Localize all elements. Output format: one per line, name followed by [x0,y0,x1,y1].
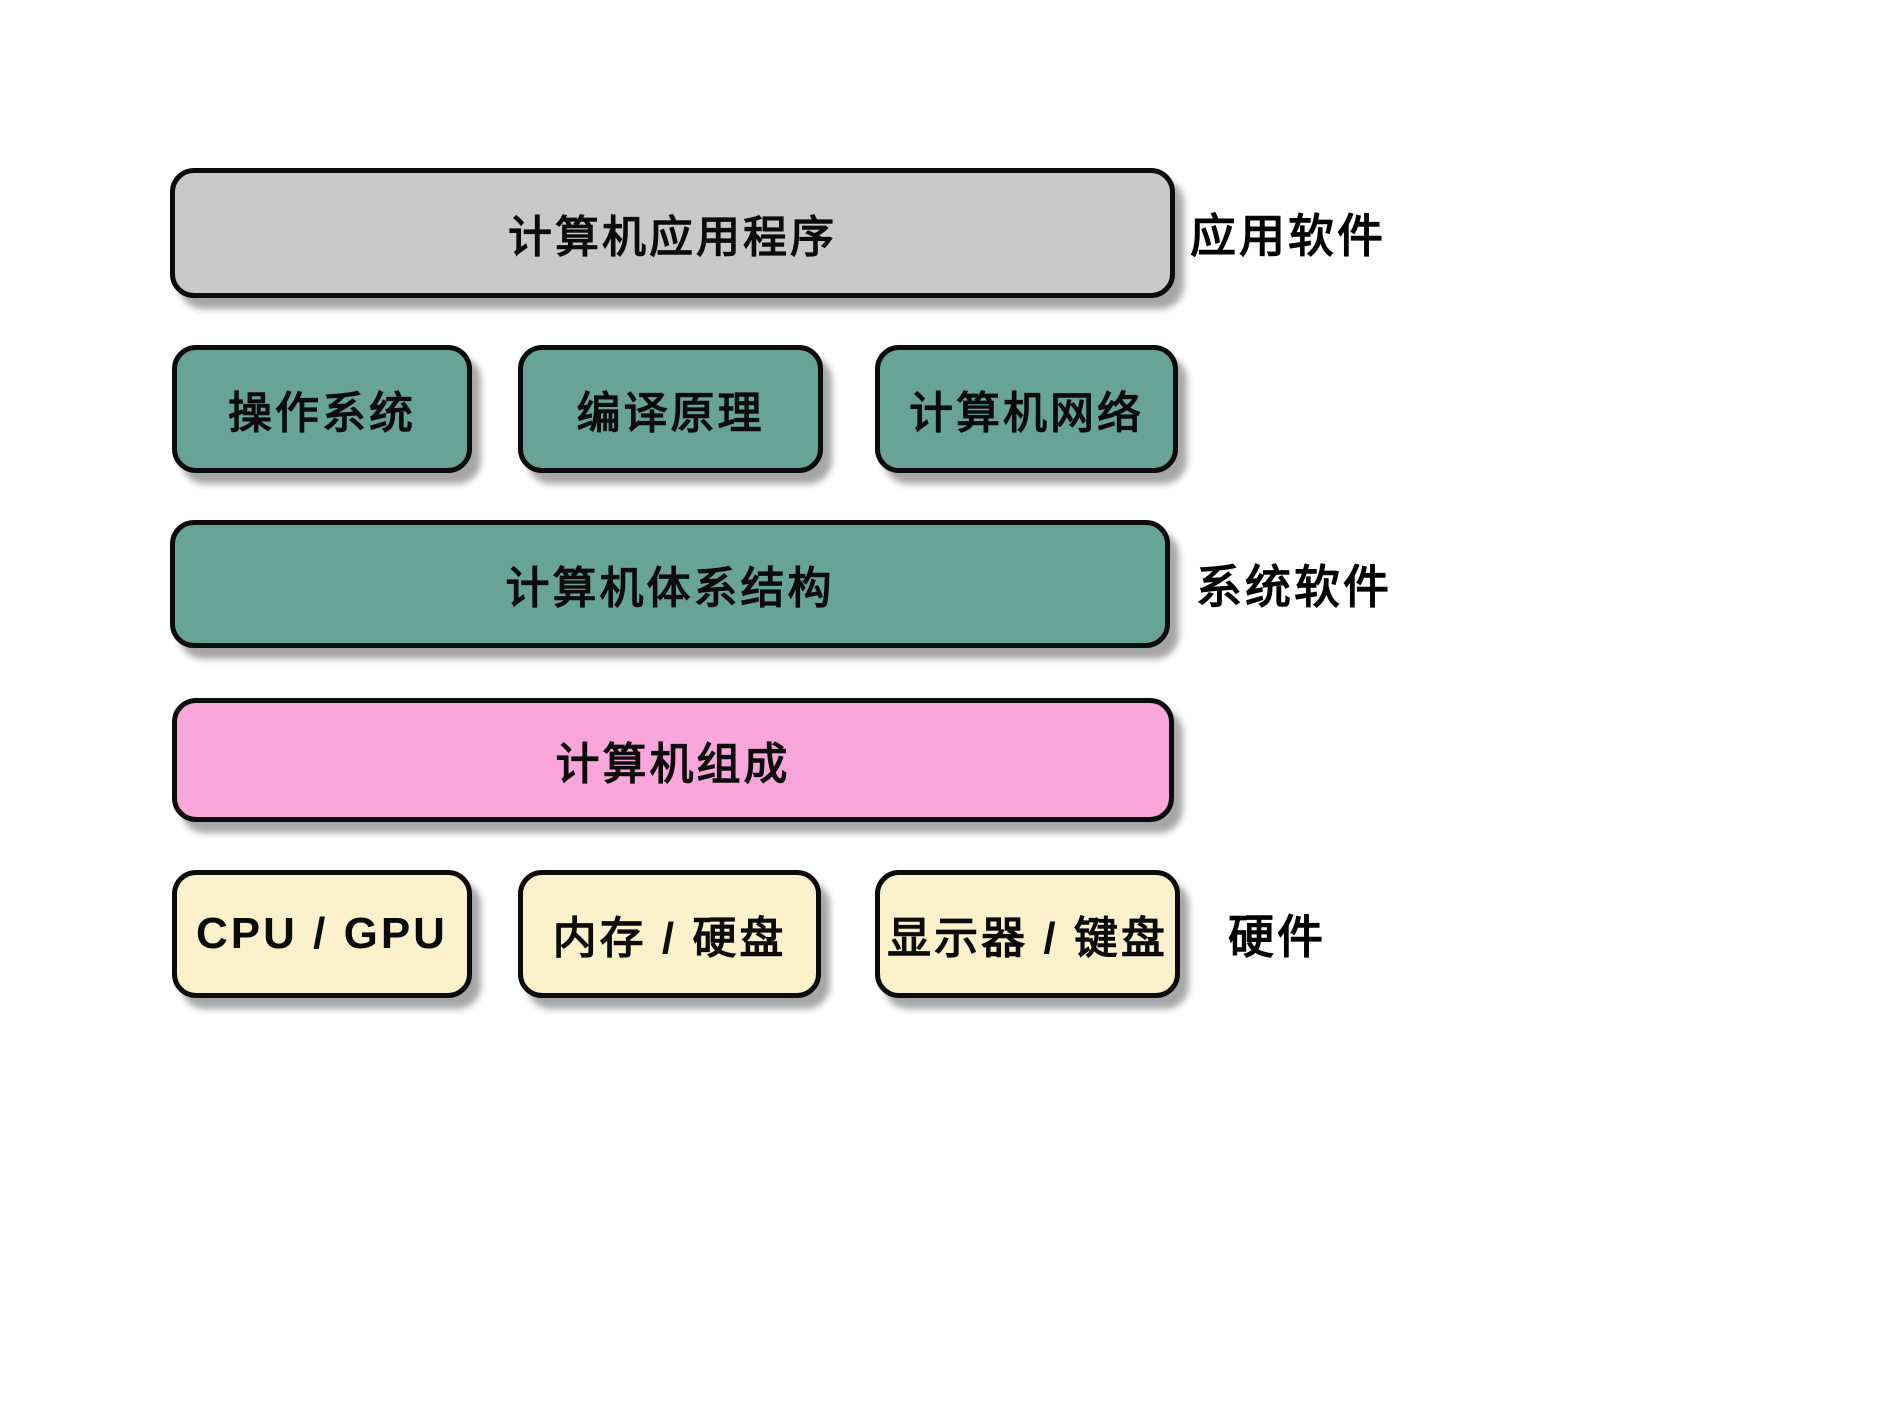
box-computer-application-programs: 计算机应用程序 [170,168,1175,298]
label-hardware: 硬件 [1228,911,1326,963]
box-computer-architecture: 计算机体系结构 [170,520,1170,648]
box-operating-system: 操作系统 [172,345,472,473]
label-system-software: 系统软件 [1196,561,1392,613]
box-compiler-principles: 编译原理 [518,345,823,473]
box-display-keyboard: 显示器 / 键盘 [875,870,1180,998]
box-computer-organization: 计算机组成 [172,698,1174,822]
box-cpu-gpu: CPU / GPU [172,870,472,998]
box-memory-disk: 内存 / 硬盘 [518,870,821,998]
label-application-software: 应用软件 [1190,210,1386,262]
box-computer-networks: 计算机网络 [875,345,1178,473]
